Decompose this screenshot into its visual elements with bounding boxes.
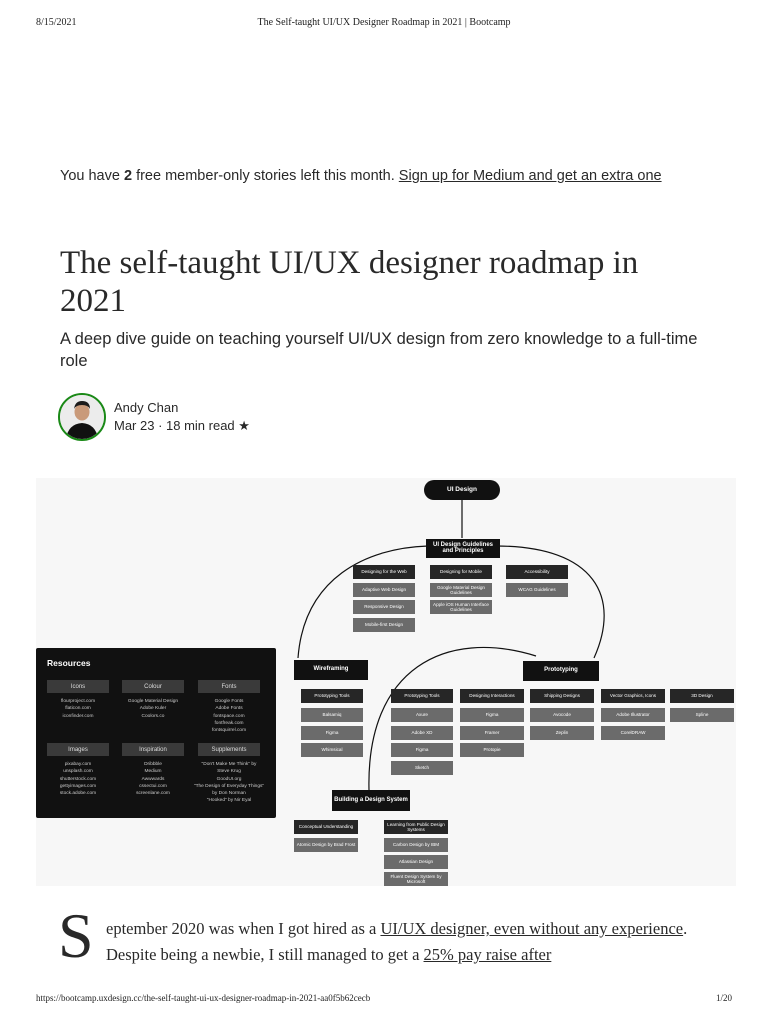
- node-g1-2: Responsive Design: [353, 600, 415, 614]
- resource-group-label: Images: [47, 743, 109, 756]
- stories-left-count: 2: [123, 168, 133, 184]
- print-page-number: 1/20: [715, 993, 732, 1003]
- print-page-title: The Self-taught UI/UX Designer Roadmap i…: [257, 17, 511, 28]
- node-p0-0: Prototyping Tools: [391, 689, 453, 703]
- resource-group-items: Google Fonts Adobe Fonts fontspace.com f…: [211, 699, 247, 734]
- ux-designer-link[interactable]: UI/UX designer, even without any experie…: [380, 919, 684, 938]
- banner-text-after: free member-only stories left this month…: [132, 168, 399, 184]
- article-body-paragraph: eptember 2020 was when I got hired as a …: [106, 916, 726, 968]
- roadmap-diagram: UI Design UI Design Guidelines and Princ…: [36, 478, 736, 886]
- article-meta: Mar 23 · 18 min read ★: [114, 418, 250, 434]
- resource-group-items: Dribbble Medium Awwwards cssectui.com sc…: [136, 762, 170, 797]
- pay-raise-link[interactable]: 25% pay raise after: [423, 945, 552, 964]
- node-building: Building a Design System: [332, 790, 410, 811]
- body-text-2: . Despite being a newbie, I still manage…: [106, 919, 688, 964]
- node-b2-1: Carbon Design by IBM: [384, 838, 448, 852]
- resource-group-items: "Don't Make Me Think" by Steve Krug Good…: [193, 762, 265, 804]
- node-w-0: Prototyping Tools: [301, 689, 363, 703]
- node-p2-0: Shipping Designs: [530, 689, 594, 703]
- node-p2-2: Zeplin: [530, 726, 594, 740]
- node-g3-0: Accessibility: [506, 565, 568, 579]
- resource-group-items: Google Material Design Adobe Kuler Coolo…: [127, 699, 179, 719]
- node-p0-2: Adobe XD: [391, 726, 453, 740]
- node-p0-4: Sketch: [391, 761, 453, 775]
- node-p1-1: Figma: [460, 708, 524, 722]
- node-wireframing: Wireframing: [294, 660, 368, 680]
- member-stories-banner: You have 2 free member-only stories left…: [60, 168, 662, 184]
- node-prototyping: Prototyping: [523, 661, 599, 681]
- diagram-connectors: [297, 500, 605, 791]
- article-subtitle: A deep dive guide on teaching yourself U…: [60, 330, 698, 370]
- resource-group-items: pixabay.com unsplash.com shutterstock.co…: [59, 762, 97, 797]
- node-p1-2: Framer: [460, 726, 524, 740]
- body-text-1: eptember 2020 was when I got hired as a: [106, 919, 381, 938]
- node-p0-3: Figma: [391, 743, 453, 757]
- node-p4-0: 3D Design: [670, 689, 734, 703]
- publish-date-readtime: Mar 23 · 18 min read: [114, 418, 235, 433]
- node-p1-0: Designing Interactions: [460, 689, 524, 703]
- resource-group-label: Inspiration: [122, 743, 184, 756]
- drop-cap: S: [58, 900, 94, 971]
- author-avatar[interactable]: [58, 393, 106, 441]
- resource-group-label: Icons: [47, 680, 109, 693]
- node-p1-3: Protopie: [460, 743, 524, 757]
- node-w-3: Whimsical: [301, 743, 363, 757]
- resource-group-label: Fonts: [198, 680, 260, 693]
- node-p3-1: Adobe Illustrator: [601, 708, 665, 722]
- node-ui-design: UI Design: [424, 480, 500, 500]
- resource-group-label: Colour: [122, 680, 184, 693]
- node-b1-0: Conceptual Understanding: [294, 820, 358, 834]
- node-guidelines: UI Design Guidelines and Principles: [426, 539, 500, 558]
- resources-title: Resources: [47, 658, 91, 668]
- resource-group-label: Supplements: [198, 743, 260, 756]
- print-date: 8/15/2021: [36, 17, 77, 28]
- article-title: The self-taught UI/UX designer roadmap i…: [60, 245, 639, 319]
- node-g1-0: Designing for the Web: [353, 565, 415, 579]
- member-star-icon: ★: [238, 418, 250, 433]
- node-p2-1: Avocode: [530, 708, 594, 722]
- node-g3-1: WCAG Guidelines: [506, 583, 568, 597]
- node-g2-2: Apple iOS Human Interface Guidelines: [430, 600, 492, 614]
- node-b1-1: Atomic Design by Brad Frost: [294, 838, 358, 852]
- node-g2-0: Designing for Mobile: [430, 565, 492, 579]
- node-p3-2: CorelDRAW: [601, 726, 665, 740]
- node-b2-0: Learning from Public Design Systems: [384, 820, 448, 834]
- node-g2-1: Google Material Design Guidelines: [430, 583, 492, 597]
- node-b2-2: Atlassian Design: [384, 855, 448, 869]
- author-name[interactable]: Andy Chan: [114, 400, 179, 415]
- signup-link[interactable]: Sign up for Medium and get an extra one: [398, 168, 662, 184]
- print-url: https://bootcamp.uxdesign.cc/the-self-ta…: [36, 993, 371, 1003]
- node-p0-1: Axure: [391, 708, 453, 722]
- resource-group-items: flourproject.com flaticon.com iconfinder…: [60, 699, 96, 719]
- node-w-1: Balsamiq: [301, 708, 363, 722]
- node-g1-3: Mobile-first Design: [353, 618, 415, 632]
- resources-panel: Resources Icons flourproject.com flatico…: [36, 648, 276, 818]
- node-g1-1: Adaptive Web Design: [353, 583, 415, 597]
- node-w-2: Figma: [301, 726, 363, 740]
- node-p4-1: Spline: [670, 708, 734, 722]
- avatar-photo-icon: [60, 395, 104, 439]
- node-p3-0: Vector Graphics, Icons: [601, 689, 665, 703]
- node-b2-3: Fluent Design System by Microsoft: [384, 872, 448, 886]
- banner-text-before: You have: [60, 168, 124, 184]
